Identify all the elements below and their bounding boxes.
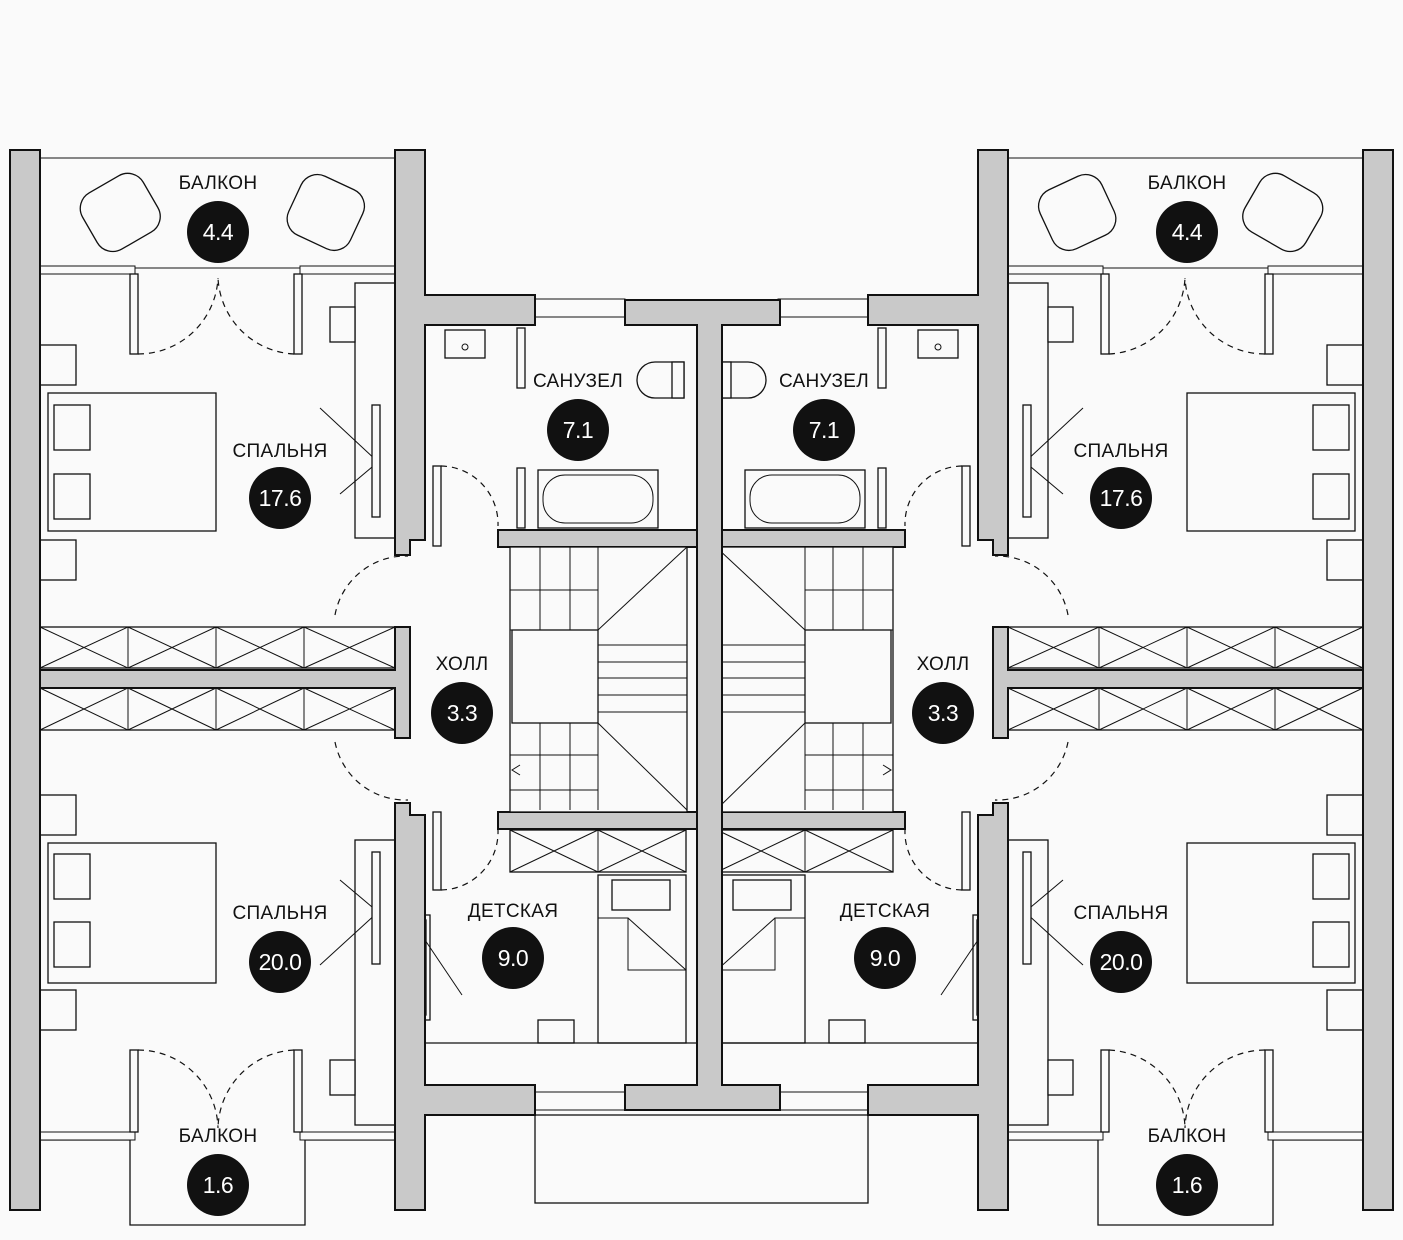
area-badge — [187, 201, 249, 263]
room-hall-right: ХОЛЛ 3.3 — [912, 654, 974, 744]
area-badge — [1090, 931, 1152, 993]
room-area: 20.0 — [259, 949, 302, 975]
room-name: ХОЛЛ — [436, 654, 489, 675]
room-area: 9.0 — [498, 945, 528, 971]
room-hall-left: ХОЛЛ 3.3 — [431, 654, 493, 744]
room-area: 7.1 — [809, 417, 839, 443]
area-badge — [482, 927, 544, 989]
room-name: САНУЗЕЛ — [779, 371, 869, 392]
room-balcony-bottom-right: БАЛКОН 1.6 — [1148, 1126, 1227, 1216]
area-badge — [249, 931, 311, 993]
room-kids-left: ДЕТСКАЯ 9.0 — [468, 901, 558, 989]
room-area: 17.6 — [1100, 485, 1143, 511]
room-area: 1.6 — [1172, 1172, 1202, 1198]
central-wall — [624, 299, 781, 1111]
room-name: САНУЗЕЛ — [533, 371, 623, 392]
room-area: 3.3 — [928, 700, 958, 726]
area-badge — [547, 399, 609, 461]
room-bathroom-right: САНУЗЕЛ 7.1 — [779, 371, 869, 461]
room-name: БАЛКОН — [1148, 1126, 1227, 1147]
area-badge — [1156, 1154, 1218, 1216]
room-name: ХОЛЛ — [917, 654, 970, 675]
room-area: 4.4 — [1172, 219, 1203, 245]
right-unit — [705, 149, 1394, 1226]
room-area: 3.3 — [447, 700, 477, 726]
room-bedroom-bottom-right: СПАЛЬНЯ 20.0 — [1074, 903, 1169, 993]
room-name: СПАЛЬНЯ — [1074, 441, 1169, 462]
room-name: СПАЛЬНЯ — [233, 903, 328, 924]
area-badge — [187, 1154, 249, 1216]
room-balcony-bottom-left: БАЛКОН 1.6 — [179, 1126, 258, 1216]
room-bathroom-left: САНУЗЕЛ 7.1 — [533, 371, 623, 461]
room-area: 17.6 — [259, 485, 302, 511]
room-name: СПАЛЬНЯ — [1074, 903, 1169, 924]
room-name: БАЛКОН — [179, 173, 258, 194]
entrance-porch — [534, 1114, 869, 1204]
room-name: ДЕТСКАЯ — [468, 901, 558, 922]
room-bedroom-top-right: СПАЛЬНЯ 17.6 — [1074, 441, 1169, 529]
left-unit — [9, 149, 698, 1226]
room-area: 20.0 — [1100, 949, 1143, 975]
room-name: СПАЛЬНЯ — [233, 441, 328, 462]
room-area: 4.4 — [203, 219, 234, 245]
room-name: БАЛКОН — [179, 1126, 258, 1147]
area-badge — [431, 682, 493, 744]
room-bedroom-top-left: СПАЛЬНЯ 17.6 — [233, 441, 328, 529]
room-balcony-top-left: БАЛКОН 4.4 — [179, 173, 258, 263]
room-bedroom-bottom-left: СПАЛЬНЯ 20.0 — [233, 903, 328, 993]
area-badge — [854, 927, 916, 989]
room-area: 9.0 — [870, 945, 900, 971]
room-kids-right: ДЕТСКАЯ 9.0 — [840, 901, 930, 989]
area-badge — [1090, 467, 1152, 529]
room-name: БАЛКОН — [1148, 173, 1227, 194]
area-badge — [249, 467, 311, 529]
area-badge — [793, 399, 855, 461]
room-name: ДЕТСКАЯ — [840, 901, 930, 922]
room-balcony-top-right: БАЛКОН 4.4 — [1148, 173, 1227, 263]
room-area: 7.1 — [563, 417, 593, 443]
area-badge — [912, 682, 974, 744]
room-area: 1.6 — [203, 1172, 233, 1198]
area-badge — [1156, 201, 1218, 263]
